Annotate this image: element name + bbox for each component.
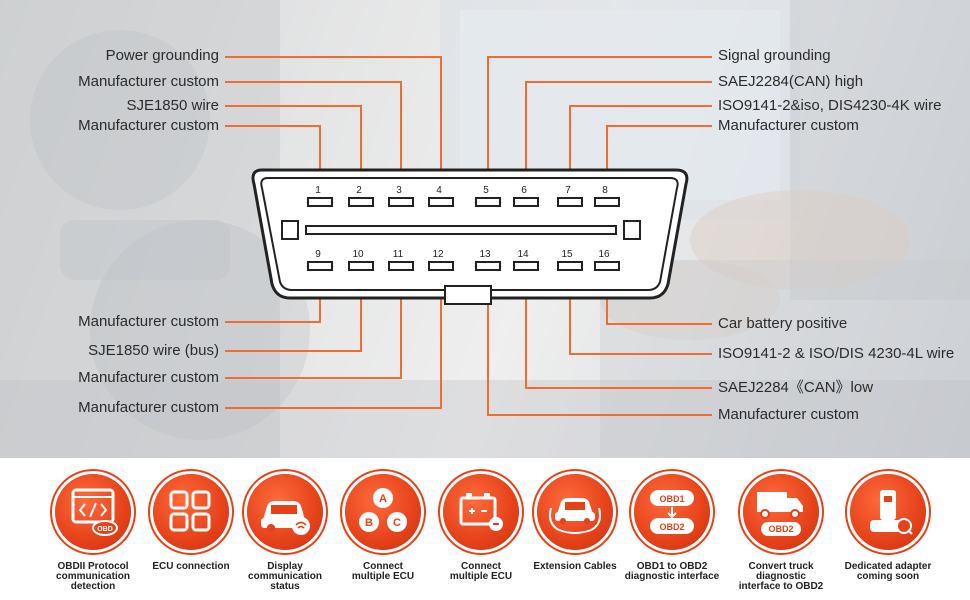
ecu-grid-icon xyxy=(153,474,229,550)
connector-left-guide xyxy=(281,220,299,240)
connector-key-notch xyxy=(444,285,492,305)
leader-line-13 xyxy=(487,270,712,416)
connector-pin-2 xyxy=(348,197,374,207)
pin-label-12: Manufacturer custom xyxy=(78,399,219,416)
connector-pin-6 xyxy=(513,197,539,207)
connector-pin-5 xyxy=(475,197,501,207)
connector-pin-8 xyxy=(594,197,620,207)
pin-label-15: ISO9141-2 & ISO/DIS 4230-4L wire xyxy=(718,345,955,362)
adapter-icon xyxy=(850,474,926,550)
pin-number-2: 2 xyxy=(356,185,362,196)
pin-number-16: 16 xyxy=(598,249,610,260)
feature-extension-cables: Extension Cables xyxy=(527,474,623,572)
svg-text:B: B xyxy=(365,517,373,529)
leader-lines xyxy=(225,56,712,416)
pin-label-10: SJE1850 wire (bus) xyxy=(88,342,219,359)
pin-label-4: Power grounding xyxy=(105,47,219,64)
pin-label-8: Manufacturer custom xyxy=(718,117,859,134)
pin-label-13: Manufacturer custom xyxy=(718,406,859,423)
battery-car-icon xyxy=(443,474,519,550)
pin-number-7: 7 xyxy=(565,185,571,196)
pin-label-16: Car battery positive xyxy=(718,315,848,332)
leader-line-5 xyxy=(487,56,712,198)
svg-text:OBD: OBD xyxy=(97,526,113,533)
leader-line-11 xyxy=(225,270,402,379)
pin-number-6: 6 xyxy=(521,185,527,196)
pin-number-9: 9 xyxy=(315,249,321,260)
car-wifi-icon xyxy=(247,474,323,550)
connector-center-slot xyxy=(305,225,617,235)
obd1-obd2-icon: OBD1 OBD2 xyxy=(634,474,710,550)
pin-number-1: 1 xyxy=(315,185,321,196)
pin-number-13: 13 xyxy=(479,249,491,260)
pin-number-10: 10 xyxy=(352,249,364,260)
connector-pin-14 xyxy=(513,261,539,271)
pin-number-11: 11 xyxy=(393,249,404,260)
abc-ecu-icon: A B C xyxy=(345,474,421,550)
leader-line-4 xyxy=(225,56,442,198)
leader-line-2 xyxy=(225,105,362,198)
pin-label-5: Signal grounding xyxy=(718,47,831,64)
connector-pin-4 xyxy=(428,197,454,207)
pin-number-12: 12 xyxy=(432,249,444,260)
svg-text:OBD2: OBD2 xyxy=(659,522,684,532)
connector-pin-1 xyxy=(307,197,333,207)
leader-line-14 xyxy=(525,270,712,389)
code-obd-icon: OBD xyxy=(55,474,131,550)
pin-label-3: Manufacturer custom xyxy=(78,73,219,90)
pin-number-8: 8 xyxy=(602,185,608,196)
svg-text:OBD2: OBD2 xyxy=(768,524,793,534)
pin-label-6: SAEJ2284(CAN) high xyxy=(718,73,864,90)
truck-obd2-icon: OBD2 xyxy=(743,474,819,550)
pin-label-2: SJE1850 wire xyxy=(126,97,219,114)
connector-right-guide xyxy=(623,220,641,240)
connector-pin-11 xyxy=(388,261,414,271)
svg-text:C: C xyxy=(393,517,401,529)
pin-label-14: SAEJ2284《CAN》low xyxy=(718,379,874,396)
pin-number-15: 15 xyxy=(561,249,573,260)
svg-text:OBD1: OBD1 xyxy=(659,494,684,504)
leader-line-12 xyxy=(225,270,442,409)
connector-pin-15 xyxy=(557,261,583,271)
pin-number-5: 5 xyxy=(483,185,489,196)
pin-label-9: Manufacturer custom xyxy=(78,313,219,330)
pin-label-7: ISO9141-2&iso, DIS4230-4K wire xyxy=(718,97,942,114)
pin-label-11: Manufacturer custom xyxy=(78,369,219,386)
connector-pin-12 xyxy=(428,261,454,271)
connector-pin-16 xyxy=(594,261,620,271)
svg-text:A: A xyxy=(379,493,387,505)
leader-line-6 xyxy=(525,81,712,198)
pin-number-14: 14 xyxy=(517,249,529,260)
pin-number-3: 3 xyxy=(396,185,402,196)
feature-ecu-connection: ECU connection xyxy=(143,474,239,572)
connector-pin-10 xyxy=(348,261,374,271)
car-cable-icon xyxy=(537,474,613,550)
connector-pin-3 xyxy=(388,197,414,207)
connector-pin-7 xyxy=(557,197,583,207)
leader-line-3 xyxy=(225,81,402,198)
pin-label-1: Manufacturer custom xyxy=(78,117,219,134)
leader-line-7 xyxy=(569,105,712,198)
pin-number-4: 4 xyxy=(436,185,442,196)
connector-pin-9 xyxy=(307,261,333,271)
connector-pin-13 xyxy=(475,261,501,271)
